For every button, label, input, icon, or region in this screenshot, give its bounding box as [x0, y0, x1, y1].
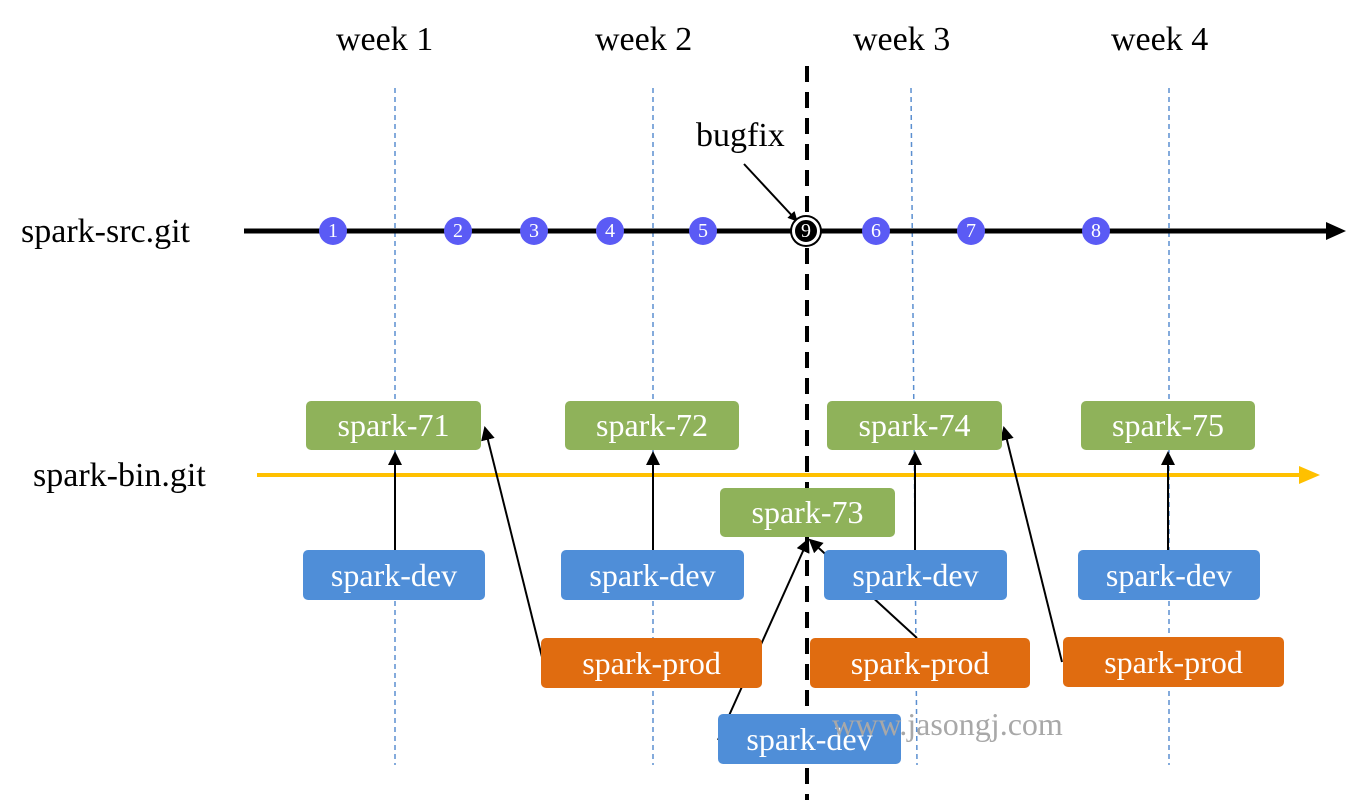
env-spark-dev-week-1[interactable]: spark-dev [303, 550, 485, 600]
commit-1[interactable]: 1 [319, 217, 347, 245]
build-spark-71[interactable]: spark-71 [306, 401, 481, 450]
arrow-prod3-to-74 [1000, 426, 1063, 663]
env-spark-dev-week-4[interactable]: spark-dev [1078, 550, 1260, 600]
build-spark-75[interactable]: spark-75 [1081, 401, 1255, 450]
week-3-header: week 3 [853, 21, 951, 58]
commit-4[interactable]: 4 [596, 217, 624, 245]
week-4-header: week 4 [1111, 21, 1209, 58]
build-spark-74[interactable]: spark-74 [827, 401, 1002, 450]
bin-repo-label: spark-bin.git [33, 457, 206, 494]
arrow-prod1-to-71 [481, 426, 544, 662]
env-spark-prod-3[interactable]: spark-prod [1063, 637, 1284, 687]
commit-3[interactable]: 3 [520, 217, 548, 245]
bugfix-label: bugfix [696, 117, 785, 154]
env-spark-dev-hotfix[interactable]: spark-dev [718, 714, 901, 764]
week-1-header: week 1 [336, 21, 434, 58]
commit-9-bugfix[interactable]: 9 [792, 217, 820, 245]
src-repo-label: spark-src.git [21, 213, 191, 250]
commit-7[interactable]: 7 [957, 217, 985, 245]
env-spark-prod-1[interactable]: spark-prod [541, 638, 762, 688]
commit-8[interactable]: 8 [1082, 217, 1110, 245]
env-spark-prod-2[interactable]: spark-prod [810, 638, 1030, 688]
env-spark-dev-week-3[interactable]: spark-dev [824, 550, 1007, 600]
week-2-header: week 2 [595, 21, 693, 58]
arrow-hotfix-dev-to-73 [717, 538, 810, 741]
commit-5[interactable]: 5 [689, 217, 717, 245]
build-spark-72[interactable]: spark-72 [565, 401, 739, 450]
bin-timeline-arrowhead [1299, 466, 1320, 484]
src-timeline-arrowhead [1326, 222, 1346, 240]
watermark: www.jasongj.com [832, 706, 1063, 742]
week-3-divider [910, 87, 918, 766]
bugfix-pointer-arrow [743, 163, 798, 222]
build-spark-73[interactable]: spark-73 [720, 488, 895, 537]
env-spark-dev-week-2[interactable]: spark-dev [561, 550, 744, 600]
commit-2[interactable]: 2 [444, 217, 472, 245]
commit-6[interactable]: 6 [862, 217, 890, 245]
